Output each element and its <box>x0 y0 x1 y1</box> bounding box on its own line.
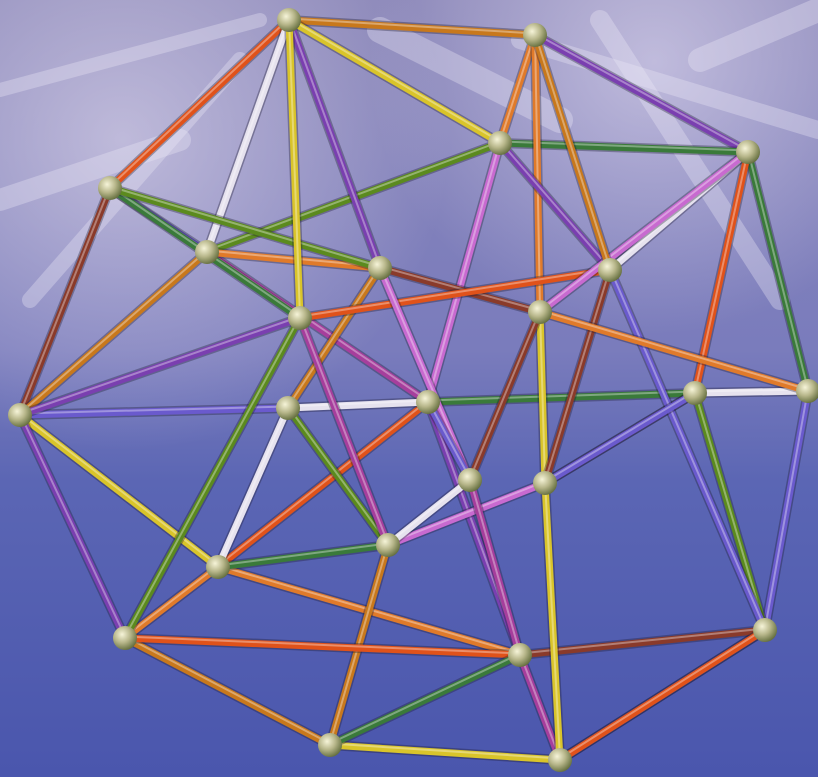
polytope-vertex <box>318 733 342 757</box>
polytope-vertex <box>8 403 32 427</box>
polytope-vertex <box>528 300 552 324</box>
polytope-vertex <box>368 256 392 280</box>
polytope-vertex <box>736 140 760 164</box>
polytope-vertex <box>598 258 622 282</box>
polytope-vertex <box>376 533 400 557</box>
polytope-vertex <box>288 306 312 330</box>
polytope-vertex <box>416 390 440 414</box>
polytope-vertex <box>488 131 512 155</box>
polytope-vertex <box>113 626 137 650</box>
polytope-vertex <box>458 468 482 492</box>
polytope-vertex <box>523 23 547 47</box>
polytope-vertex <box>548 748 572 772</box>
polytope-vertex <box>683 381 707 405</box>
polytope-vertex <box>195 240 219 264</box>
polytope-vertex <box>753 618 777 642</box>
polytope-vertex <box>277 8 301 32</box>
polytope-vertex <box>98 176 122 200</box>
polytope-vertex <box>276 396 300 420</box>
polytope-vertex <box>533 471 557 495</box>
polytope-vertex <box>508 643 532 667</box>
polytope-vertex <box>206 555 230 579</box>
